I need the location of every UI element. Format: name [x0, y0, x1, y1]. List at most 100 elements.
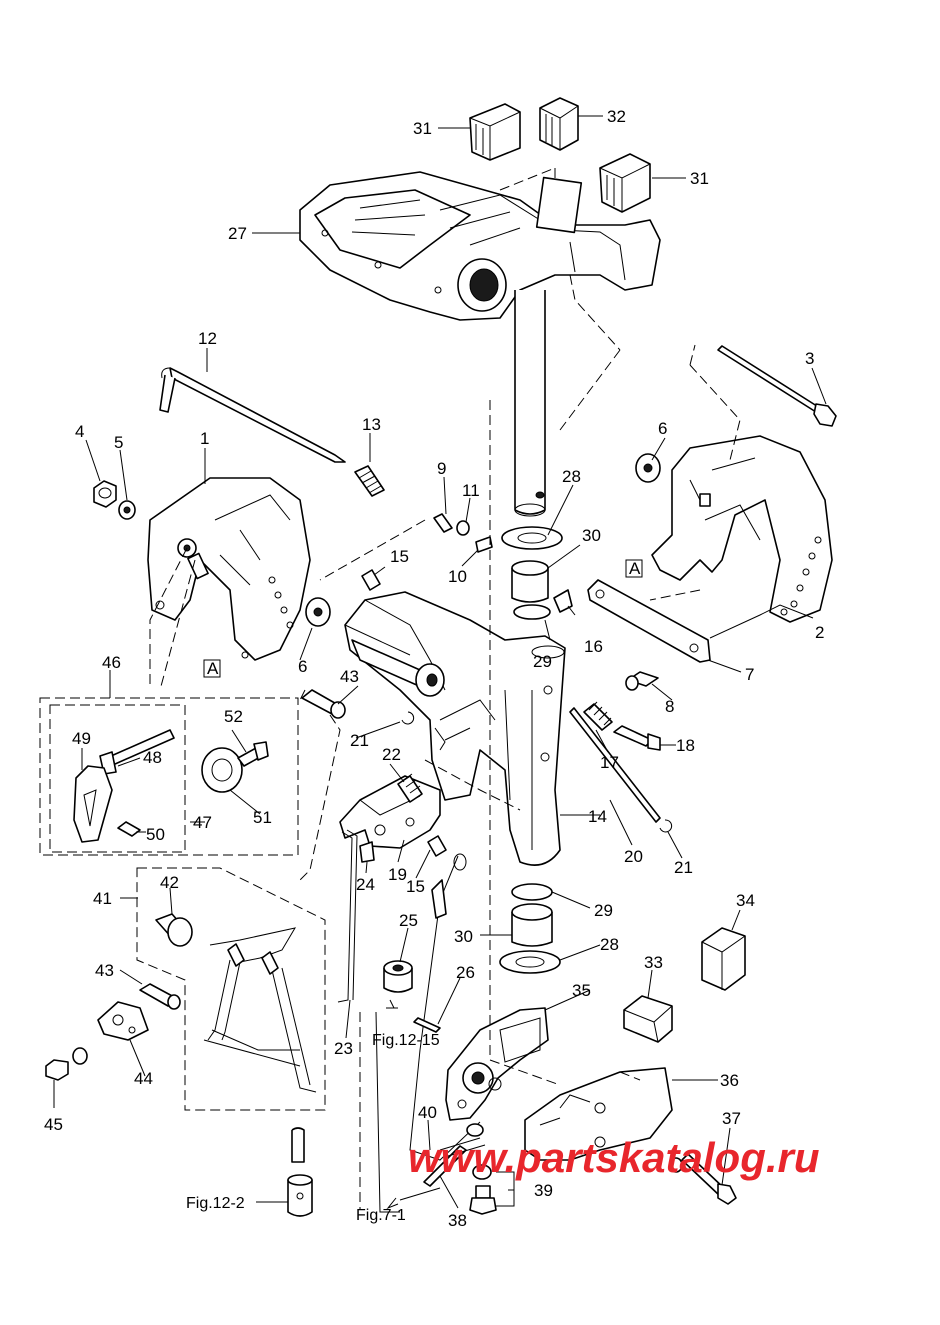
part-8-screw: [625, 671, 659, 691]
part-5-washer: [118, 500, 136, 520]
label-29-upper: 29: [533, 652, 552, 671]
part-32-cushion-center: [539, 97, 579, 151]
label-48: 48: [143, 748, 162, 767]
part-6-washer-left: [305, 597, 331, 627]
label-30-upper: 30: [582, 526, 601, 545]
part-39-bolt-washer: [469, 1164, 497, 1215]
part-26-pin: [413, 1017, 441, 1033]
part-3-bolt: [717, 345, 837, 427]
part-43-pin-lower: [139, 983, 181, 1010]
watermark-text: www.partskatalog.ru: [408, 1134, 820, 1181]
part-10-screw: [475, 536, 493, 553]
part-18-bolt: [613, 725, 661, 751]
fig-7-1-arrow: [386, 1197, 399, 1210]
part-41-tilt-stopper-bar: [203, 927, 317, 1093]
label-5: 5: [114, 433, 123, 452]
part-25-collar: [383, 960, 413, 993]
label-19: 19: [388, 865, 407, 884]
part-9-bolt: [433, 513, 453, 533]
label-3: 3: [805, 349, 814, 368]
part-12-pin: [159, 367, 346, 463]
part-15-grease-nipple-upper: [361, 569, 381, 591]
label-25: 25: [399, 911, 418, 930]
label-4: 4: [75, 422, 84, 441]
group-46-box: [39, 697, 299, 856]
label-28-upper: 28: [562, 467, 581, 486]
part-2-clamp-bracket-right: [651, 435, 833, 623]
part-37-bolt: [669, 1153, 737, 1205]
label-22: 22: [382, 745, 401, 764]
part-52-screw: [237, 741, 269, 767]
part-27-steering-bracket: [299, 171, 661, 321]
part-51-knob: [201, 747, 243, 793]
part-31-cushion-left: [469, 103, 521, 161]
label-40: 40: [418, 1103, 437, 1122]
part-4-nut: [93, 480, 117, 508]
label-6-left: 6: [298, 657, 307, 676]
label-43-lower: 43: [95, 961, 114, 980]
label-49: 49: [72, 729, 91, 748]
label-6-right: 6: [658, 419, 667, 438]
label-14: 14: [588, 807, 607, 826]
part-21-clip-right: [659, 819, 673, 833]
part-40-terminal: [439, 1123, 486, 1157]
part-13-spring: [354, 465, 385, 497]
label-11: 11: [462, 481, 480, 500]
label-37: 37: [722, 1109, 741, 1128]
label-21-right: 21: [674, 858, 693, 877]
label-45: 45: [44, 1115, 63, 1134]
label-36: 36: [720, 1071, 739, 1090]
part-7-plate: [587, 579, 711, 663]
part-labels: 31 32 31 27 12 3 13 4 1 5 6 9 28 11 30 1…: [44, 107, 824, 1230]
part-30-bush-lower: [511, 903, 553, 947]
label-46: 46: [102, 653, 121, 672]
label-10: 10: [448, 567, 467, 586]
label-20: 20: [624, 847, 643, 866]
label-1: 1: [200, 429, 209, 448]
group-47-box: [49, 704, 186, 853]
part-34-cushion: [701, 927, 746, 991]
label-42: 42: [160, 873, 179, 892]
part-38-pin: [423, 1145, 467, 1187]
fig-ref-7-1: Fig.7-1: [356, 1207, 406, 1224]
leader-lines: [53, 115, 827, 1213]
part-6-washer-right: [635, 453, 661, 483]
part-43-pin-upper: [301, 689, 346, 719]
label-47: 47: [193, 813, 212, 832]
label-29-lower: 29: [594, 901, 613, 920]
label-7: 7: [745, 665, 754, 684]
label-18: 18: [676, 736, 695, 755]
part-42-pin: [155, 913, 193, 947]
part-50-screw: [117, 821, 141, 837]
part-11-washer: [456, 520, 470, 536]
part-15-grease-nipple-lower: [427, 835, 447, 857]
label-15-upper: 15: [390, 547, 409, 566]
part-31-cushion-right: [599, 153, 651, 213]
label-15-lower: 15: [406, 877, 425, 896]
label-21-left: 21: [350, 731, 369, 750]
part-20-rod: [569, 707, 661, 823]
label-43-upper: 43: [340, 667, 359, 686]
part-14-swivel-bracket: [344, 591, 566, 866]
label-32: 32: [607, 107, 626, 126]
label-13: 13: [362, 415, 381, 434]
part-49-stopper: [73, 765, 113, 843]
part-24-bolt: [359, 841, 375, 863]
ref-box-a-left: [203, 659, 221, 678]
part-19-tilt-lever: [339, 775, 441, 849]
label-31-left: 31: [413, 119, 432, 138]
label-8: 8: [665, 697, 674, 716]
label-28-lower: 28: [600, 935, 619, 954]
part-28-washer-lower: [499, 950, 561, 974]
label-17: 17: [600, 753, 619, 772]
label-38: 38: [448, 1211, 467, 1230]
part-29-oring-lower: [511, 883, 553, 901]
label-50: 50: [146, 825, 165, 844]
label-34: 34: [736, 891, 755, 910]
label-27: 27: [228, 224, 247, 243]
part-29-oring-upper: [513, 604, 551, 620]
label-24: 24: [356, 875, 375, 894]
part-21-clip-left: [401, 711, 415, 725]
label-35: 35: [572, 981, 591, 1000]
